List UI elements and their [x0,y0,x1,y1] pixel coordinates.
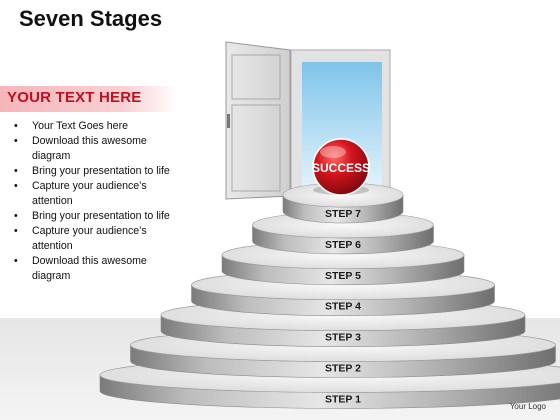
door-lower-panel [231,104,281,192]
bullet-item: Download this awesome diagram [12,254,172,284]
success-label: SUCCESS [312,161,370,175]
step-label: STEP 2 [325,363,361,375]
door-upper-panel [231,54,281,100]
step-label: STEP 6 [325,239,361,251]
bullet-item: Bring your presentation to life [12,164,172,179]
bullet-list: Your Text Goes here Download this awesom… [12,119,172,284]
step-label: STEP 5 [325,270,361,282]
door-handle-icon [227,114,230,128]
text-banner: YOUR TEXT HERE [0,86,178,112]
slide-title: Seven Stages [19,6,163,31]
step-label: STEP 3 [325,332,361,344]
logo-text: Your Logo [509,402,546,411]
steps-group: STEP 1 STEP 2 STEP 3 STEP 4 STEP 5 STEP 6 STEP… [99,182,560,409]
step-label: STEP 7 [325,208,361,220]
ball-circle [312,138,370,196]
step-label: STEP 1 [325,393,361,405]
banner-label: YOUR TEXT HERE [7,89,142,106]
success-ball: SUCCESS [312,138,370,196]
bullet-item: Download this awesome diagram [12,134,172,164]
bullet-item: Bring your presentation to life [12,209,172,224]
bullet-item: Your Text Goes here [12,119,172,134]
bullet-item: Capture your audience’s attention [12,179,172,209]
step-label: STEP 4 [325,301,361,313]
bullet-item: Capture your audience’s attention [12,224,172,254]
ball-highlight [320,146,346,158]
